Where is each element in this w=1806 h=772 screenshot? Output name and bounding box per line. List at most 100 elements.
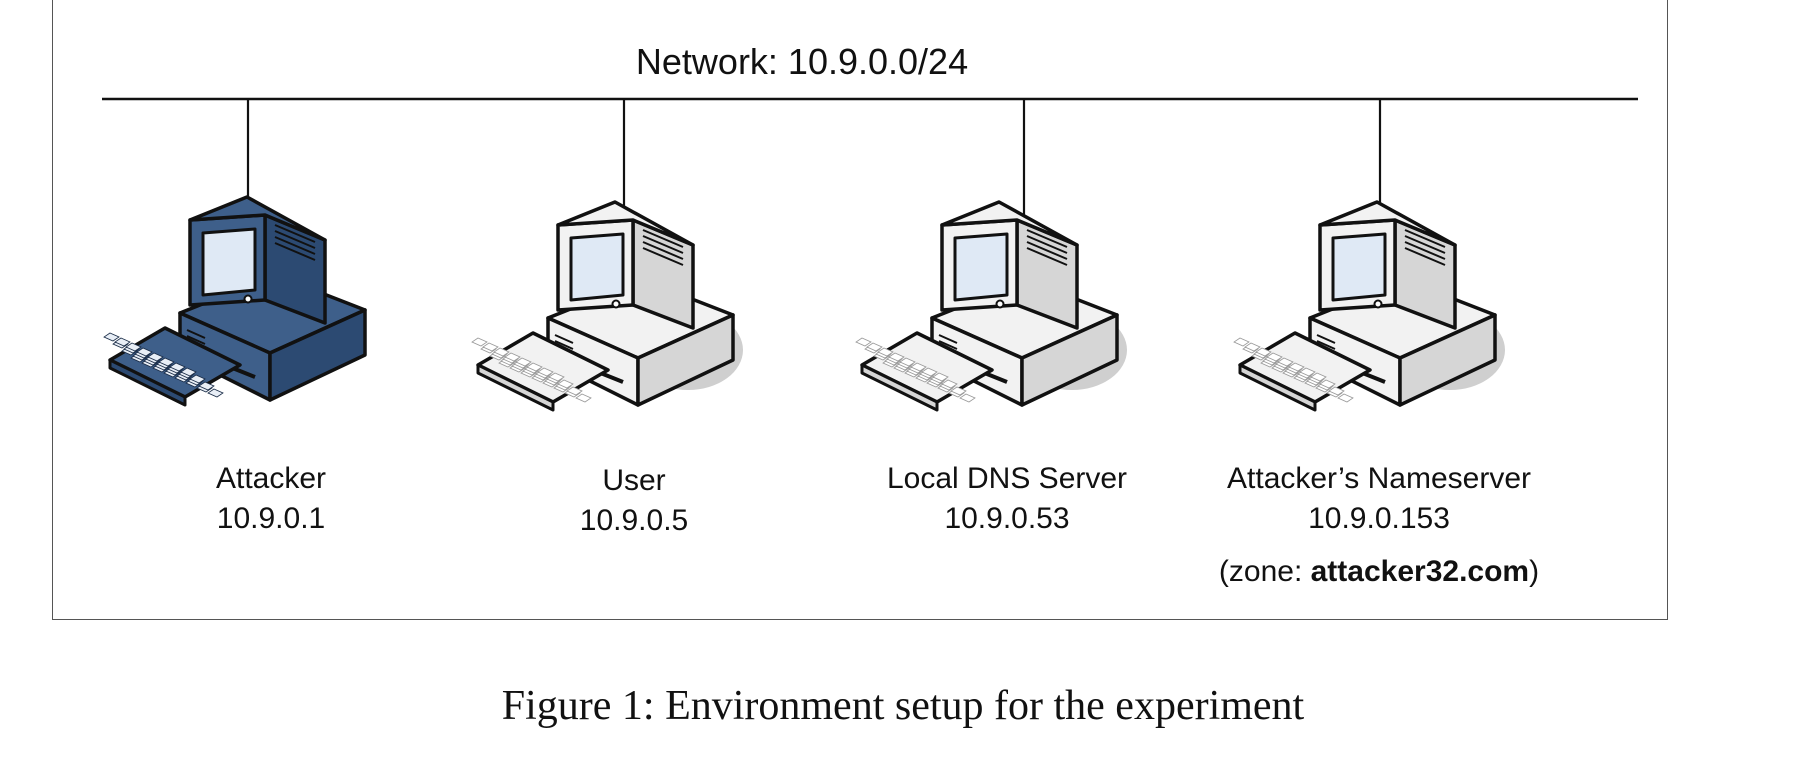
- node-name-attacker: Attacker: [215, 462, 327, 495]
- monitor-vent-line: [1404, 241, 1446, 260]
- computer-base-side: [1398, 313, 1497, 407]
- monitor-vent-line: [642, 247, 684, 266]
- node-name-local-dns: Local DNS Server: [886, 462, 1128, 495]
- monitor-top: [1318, 200, 1457, 247]
- monitor-vent-line: [642, 229, 684, 248]
- monitor-screen: [953, 232, 1009, 302]
- monitor-vent-line: [642, 241, 684, 260]
- keyboard-key: [147, 352, 164, 362]
- keyboard-edge: [476, 363, 555, 412]
- keyboard-key: [575, 393, 592, 403]
- power-button: [995, 299, 1005, 309]
- keyboard-key: [557, 379, 574, 389]
- figure-caption: Figure 1: Environment setup for the expe…: [501, 683, 1305, 729]
- keyboard-key: [189, 374, 206, 384]
- monitor-vent-line: [1404, 229, 1446, 248]
- node-ip-attacker: 10.9.0.1: [216, 502, 326, 535]
- vent-line: [938, 334, 958, 344]
- keyboard-key: [515, 357, 532, 367]
- keyboard-key: [1310, 372, 1327, 382]
- monitor-vent-line: [274, 224, 316, 243]
- zone-prefix: (zone:: [1218, 555, 1311, 588]
- monitor-screen: [1331, 232, 1387, 302]
- keyboard-key: [877, 347, 894, 357]
- keyboard-key: [1233, 337, 1250, 347]
- keyboard-key: [180, 367, 197, 377]
- desktop-computer-icon: [855, 200, 1127, 412]
- vent-line: [554, 334, 574, 344]
- node-ip-user: 10.9.0.5: [579, 504, 689, 537]
- keyboard-key: [888, 352, 905, 362]
- keyboard-key: [921, 367, 938, 377]
- keyboard-key: [526, 362, 543, 372]
- keyboard-icon: [855, 331, 994, 412]
- keyboard-key: [1299, 367, 1316, 377]
- node-name-user: User: [602, 464, 666, 497]
- keyboard-key: [910, 362, 927, 372]
- keyboard-key: [1328, 386, 1345, 396]
- monitor-vent-line: [642, 235, 684, 254]
- keyboard-key: [103, 332, 120, 342]
- keyboard-key: [1266, 352, 1283, 362]
- node-zone-attacker-nameserver: (zone: attacker32.com): [1219, 552, 1539, 592]
- keyboard-key: [1337, 393, 1354, 403]
- monitor-screen: [201, 227, 257, 297]
- keyboard-key: [114, 337, 131, 347]
- monitor-vent-line: [1026, 235, 1068, 254]
- monitor-vent-line: [1404, 235, 1446, 254]
- keyboard-key: [482, 342, 499, 352]
- zone-suffix: ): [1529, 555, 1540, 588]
- power-button: [611, 299, 621, 309]
- keyboard-key: [136, 347, 153, 357]
- monitor-top: [556, 200, 695, 247]
- keyboard-key: [1244, 342, 1261, 352]
- keyboard-key: [941, 379, 958, 389]
- keyboard-key: [959, 393, 976, 403]
- monitor-vent-line: [1026, 247, 1068, 266]
- power-button: [1373, 299, 1383, 309]
- monitor-vent-line: [274, 242, 316, 261]
- desktop-computer-icon: [103, 195, 367, 407]
- keyboard-key: [932, 372, 949, 382]
- node-ip-local-dns: 10.9.0.53: [944, 502, 1070, 535]
- keyboard-key: [1288, 362, 1305, 372]
- keyboard-key: [548, 372, 565, 382]
- monitor-vent-line: [274, 230, 316, 249]
- monitor-vent-line: [1026, 229, 1068, 248]
- vent-line: [186, 329, 206, 339]
- keyboard-edge: [1238, 363, 1317, 412]
- diagram-frame: [52, 0, 1668, 620]
- keyboard-key: [198, 381, 215, 391]
- keyboard-key: [1277, 357, 1294, 367]
- computer-base-side: [636, 313, 735, 407]
- keyboard-icon: [1233, 331, 1372, 412]
- vent-line: [554, 340, 574, 350]
- vent-line: [186, 335, 206, 345]
- desktop-computer-icon: [471, 200, 743, 412]
- monitor-vent-line: [1026, 241, 1068, 260]
- node-name-attacker-nameserver: Attacker’s Nameserver: [1227, 462, 1531, 495]
- network-label: Network: 10.9.0.0/24: [635, 41, 969, 82]
- keyboard-key: [537, 367, 554, 377]
- keyboard-key: [1319, 379, 1336, 389]
- vent-line: [1316, 334, 1336, 344]
- vent-line: [1316, 340, 1336, 350]
- monitor-top: [940, 200, 1079, 247]
- keyboard-icon: [471, 331, 610, 412]
- keyboard-key: [169, 362, 186, 372]
- node-ip-attacker-nameserver: 10.9.0.153: [1308, 502, 1450, 535]
- power-button: [243, 294, 253, 304]
- keyboard-key: [566, 386, 583, 396]
- monitor-vent-line: [274, 236, 316, 255]
- monitor-screen: [569, 232, 625, 302]
- keyboard-edge: [860, 363, 939, 412]
- keyboard-key: [504, 352, 521, 362]
- monitor-vent-line: [1404, 247, 1446, 266]
- keyboard-key: [899, 357, 916, 367]
- keyboard-key: [158, 357, 175, 367]
- computer-base-side: [268, 308, 367, 402]
- zone-domain: attacker32.com: [1310, 555, 1530, 588]
- keyboard-icon: [103, 326, 242, 407]
- monitor-top: [188, 195, 327, 242]
